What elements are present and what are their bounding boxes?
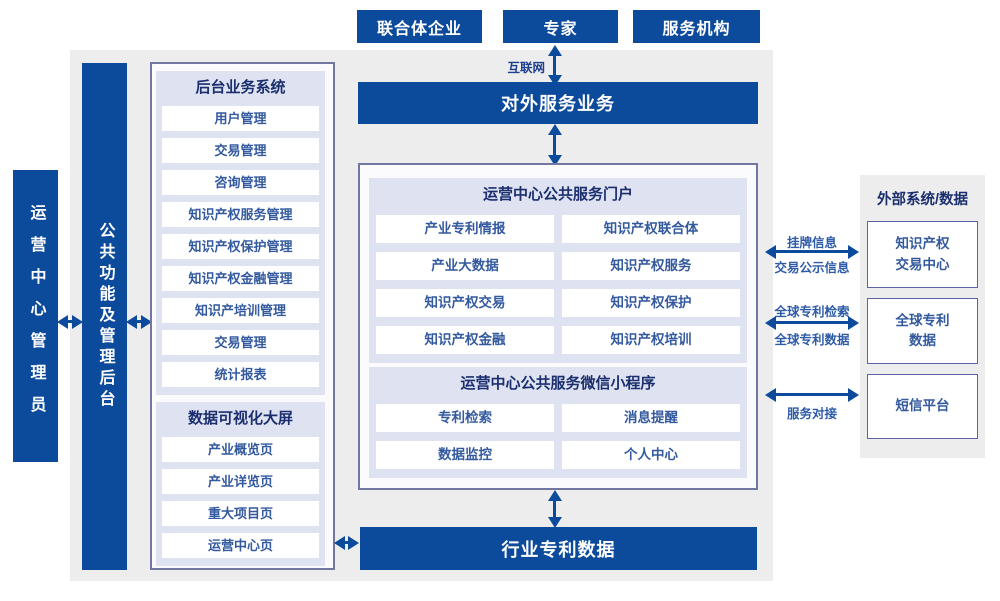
industry-patent-data-bar: 行业专利数据: [360, 527, 757, 570]
backend-to-panels-double-arrow-icon: [126, 314, 152, 329]
portal-item: 知识产权交易: [376, 289, 554, 317]
connector-label-trade-publicity: 交易公示信息: [774, 261, 850, 275]
internet-double-arrow-icon: [547, 45, 562, 86]
public-service-portal-panel: 运营中心公共服务门户 产业专利情报 知识产权联合体 产业大数据 知识产权服务 知…: [369, 178, 747, 363]
sms-platform-double-arrow-icon: [765, 387, 859, 402]
center-panels-container: 运营中心公共服务门户 产业专利情报 知识产权联合体 产业大数据 知识产权服务 知…: [358, 163, 758, 490]
connector-label-service-docking: 服务对接: [786, 407, 837, 421]
service-to-portal-double-arrow-icon: [547, 124, 562, 166]
internet-label: 互联网: [507, 61, 545, 75]
miniapp-item: 专利检索: [376, 404, 554, 432]
trade-center-double-arrow-icon: [765, 244, 859, 259]
backend-item: 交易管理: [162, 330, 319, 355]
wechat-miniapp-title: 运营中心公共服务微信小程序: [460, 375, 656, 392]
dashboard-item: 产业概览页: [162, 437, 319, 462]
connector-label-listing-info: 挂牌信息: [786, 236, 837, 250]
data-visualization-panel: 数据可视化大屏 产业概览页 产业详览页 重大项目页 运营中心页: [156, 402, 325, 566]
entity-service-organizations: 服务机构: [633, 10, 760, 43]
connector-label-global-patent-search: 全球专利检索: [774, 305, 850, 319]
backend-item: 知识产权服务管理: [162, 202, 319, 227]
public-service-portal-title: 运营中心公共服务门户: [482, 186, 633, 203]
portal-item: 产业大数据: [376, 252, 554, 280]
external-system-item: 知识产权 交易中心: [867, 221, 978, 288]
portal-to-industry-double-arrow-icon: [547, 490, 562, 528]
public-function-backend-rail: 公共功能及管理后台: [82, 63, 127, 570]
wechat-miniapp-panel: 运营中心公共服务微信小程序 专利检索 消息提醒 数据监控 个人中心: [369, 367, 747, 478]
operation-center-admin-rail: 运营中心管理员: [13, 170, 58, 462]
dashboard-item: 运营中心页: [162, 533, 319, 558]
portal-item: 知识产权金融: [376, 326, 554, 354]
global-patent-double-arrow-icon: [765, 315, 859, 330]
backend-item: 咨询管理: [162, 170, 319, 195]
external-system-item: 短信平台: [867, 374, 978, 439]
data-visualization-panel-title: 数据可视化大屏: [187, 410, 293, 427]
external-systems-title: 外部系统/数据: [876, 192, 969, 208]
backend-system-panel: 后台业务系统 用户管理 交易管理 咨询管理 知识产权服务管理 知识产权保护管理 …: [156, 71, 325, 395]
portal-item: 知识产权培训: [562, 326, 740, 354]
backend-item: 知识产权金融管理: [162, 266, 319, 291]
entity-consortium-enterprises: 联合体企业: [357, 10, 482, 43]
dashboard-item: 重大项目页: [162, 501, 319, 526]
backend-item: 交易管理: [162, 138, 319, 163]
panels-to-industry-double-arrow-icon: [334, 535, 359, 550]
external-systems-panel: 外部系统/数据 知识产权 交易中心 全球专利 数据 短信平台: [860, 175, 985, 458]
miniapp-item: 个人中心: [562, 441, 740, 469]
portal-item: 知识产权联合体: [562, 215, 740, 243]
left-panels-container: 后台业务系统 用户管理 交易管理 咨询管理 知识产权服务管理 知识产权保护管理 …: [150, 62, 335, 570]
portal-item: 产业专利情报: [376, 215, 554, 243]
backend-item: 统计报表: [162, 362, 319, 387]
entity-experts: 专家: [503, 10, 618, 43]
backend-item: 知识产培训管理: [162, 298, 319, 323]
portal-item: 知识产权保护: [562, 289, 740, 317]
miniapp-item: 消息提醒: [562, 404, 740, 432]
backend-item: 用户管理: [162, 106, 319, 131]
dashboard-item: 产业详览页: [162, 469, 319, 494]
miniapp-item: 数据监控: [376, 441, 554, 469]
external-service-business-bar: 对外服务业务: [358, 82, 758, 124]
portal-item: 知识产权服务: [562, 252, 740, 280]
backend-system-panel-title: 后台业务系统: [195, 79, 286, 96]
connector-label-global-patent-data: 全球专利数据: [774, 333, 850, 347]
backend-item: 知识产权保护管理: [162, 234, 319, 259]
external-system-item: 全球专利 数据: [867, 298, 978, 364]
admin-to-backend-double-arrow-icon: [57, 314, 83, 329]
